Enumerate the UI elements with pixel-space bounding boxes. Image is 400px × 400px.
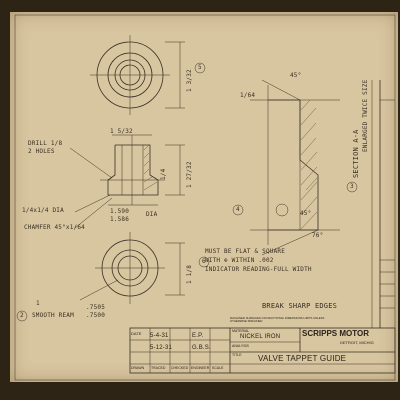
callout-5: 5 — [198, 64, 202, 71]
tb-drawn-label: DRAWN — [131, 366, 145, 370]
dim-section-small: 1/64 — [240, 92, 256, 99]
note-ream-1: .7505 — [86, 304, 106, 311]
drawing-border — [14, 14, 396, 381]
callout-4: 4 — [236, 206, 240, 213]
dim-angle-bottom: 45° — [300, 210, 312, 217]
tb-date-label: DATE — [131, 331, 142, 336]
note-break-edges: BREAK SHARP EDGES — [262, 302, 338, 310]
tb-scale-label: SCALE — [212, 366, 224, 370]
callout-2: 2 — [20, 312, 24, 319]
callout-1: 1 — [36, 300, 40, 307]
top-view — [90, 35, 185, 115]
note-ream-2: .7500 — [86, 312, 106, 319]
tb-company: SCRIPPS MOTOR — [302, 329, 369, 338]
revision-panel — [371, 80, 395, 328]
bottom-view — [79, 232, 185, 304]
section-view — [16, 62, 358, 322]
tb-traced-label: TRACED — [151, 366, 166, 370]
tb-title-label: TITLE — [232, 353, 242, 357]
note-chamfer: CHAMFER 45°x1/64 — [24, 224, 85, 231]
note-dia: 1/4x1/4 DIA — [22, 207, 64, 214]
dim-top-height: 1 3/32 — [186, 69, 193, 92]
dim-dia-label: DIA — [146, 211, 158, 218]
dim-bottom-height: 1 1/8 — [186, 264, 193, 284]
tb-material-value: NICKEL IRON — [240, 334, 281, 340]
tb-date-1: 5-4-31 — [150, 333, 169, 339]
dim-top-width: 1 5/32 — [110, 128, 133, 135]
note-drill: DRILL 1/8 — [28, 140, 63, 147]
tb-date-2: 5-12-31 — [150, 345, 173, 351]
tb-checked-label: CHECKED — [171, 366, 189, 370]
tb-title-value: VALVE TAPPET GUIDE — [258, 354, 347, 363]
note-section: SECTION A-A — [352, 129, 360, 178]
callout-6: 6 — [202, 258, 206, 265]
front-view — [69, 134, 185, 229]
dim-angle-top: 45° — [290, 72, 302, 79]
note-smooth-ream: SMOOTH REAM — [32, 312, 74, 319]
tb-material-label: MATERIAL — [232, 329, 250, 333]
tb-init-1: E.P. — [192, 333, 204, 339]
dim-dia-1: 1.590 — [110, 208, 130, 215]
tb-analysis-label: ANALYSIS — [232, 344, 249, 348]
note-must-flat-1: MUST BE FLAT & SQUARE — [205, 248, 286, 255]
tb-init-2: G.B.S. — [192, 345, 211, 351]
title-block-lines — [129, 327, 396, 374]
dim-dia-2: 1.586 — [110, 216, 130, 223]
tb-fine-print: MACHINED SURFACES ON FRACTIONAL DIMENSIO… — [230, 316, 325, 324]
note-must-flat-2: WITH ⊕ WITHIN .002 — [205, 257, 274, 264]
dim-angle-76: 76° — [312, 232, 324, 239]
dim-front-height: 1 27/32 — [186, 161, 193, 188]
dim-flange: 1/4 — [160, 168, 167, 180]
tb-city: DETROIT, MICHIG — [340, 340, 374, 345]
note-must-flat-3: INDICATOR READING-FULL WIDTH — [205, 266, 312, 273]
note-holes: 2 HOLES — [28, 148, 55, 155]
callout-3: 3 — [350, 183, 354, 190]
note-enlarged: ENLARGED TWICE SIZE — [362, 79, 369, 152]
drawing-sheet — [10, 12, 398, 382]
tb-engineer-label: ENGINEER — [191, 366, 210, 370]
